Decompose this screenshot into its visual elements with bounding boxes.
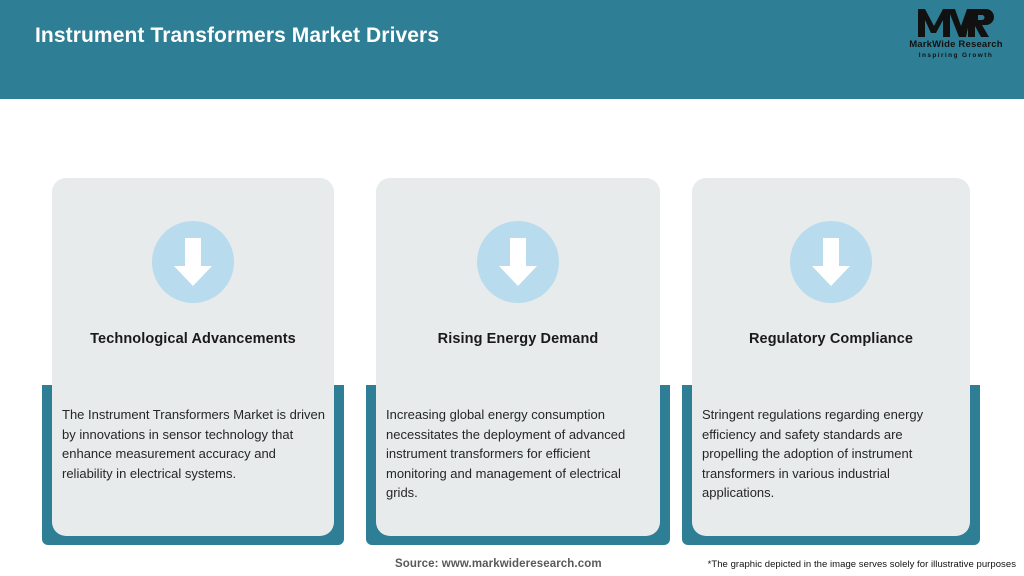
source-label: Source: www.markwideresearch.com xyxy=(395,558,602,570)
disclaimer-note: *The graphic depicted in the image serve… xyxy=(707,559,1016,570)
brand-logo: MarkWide Research Inspiring Growth xyxy=(902,8,1010,70)
card-title-2: Rising Energy Demand xyxy=(437,331,599,347)
card-body-2: Increasing global energy consumption nec… xyxy=(386,407,626,500)
driver-card-2[interactable]: Rising Energy Demand Increasing global e… xyxy=(366,99,670,576)
page-title: Instrument Transformers Market Drivers xyxy=(35,24,440,47)
card-title-3: Regulatory Compliance xyxy=(748,331,914,347)
drivers-card-row: Technological Advancements The Instrumen… xyxy=(0,99,1024,576)
card-panel-2: Rising Energy Demand Increasing global e… xyxy=(376,178,660,536)
driver-card-1[interactable]: Technological Advancements The Instrumen… xyxy=(42,99,344,576)
arrow-down-icon xyxy=(477,221,559,303)
arrow-down-icon xyxy=(152,221,234,303)
card-panel-3: Regulatory Compliance Stringent regulati… xyxy=(692,178,970,536)
mwr-monogram-icon xyxy=(902,8,1010,38)
card-panel-1: Technological Advancements The Instrumen… xyxy=(52,178,334,536)
card-body-1: The Instrument Transformers Market is dr… xyxy=(62,407,325,481)
logo-tagline: Inspiring Growth xyxy=(918,52,994,59)
card-title-1: Technological Advancements xyxy=(90,331,296,347)
driver-card-3[interactable]: Regulatory Compliance Stringent regulati… xyxy=(682,99,980,576)
logo-name: MarkWide Research xyxy=(909,39,1003,50)
card-body-3: Stringent regulations regarding energy e… xyxy=(702,407,924,500)
arrow-down-icon xyxy=(790,221,872,303)
page-header: Instrument Transformers Market Drivers M… xyxy=(0,0,1024,99)
